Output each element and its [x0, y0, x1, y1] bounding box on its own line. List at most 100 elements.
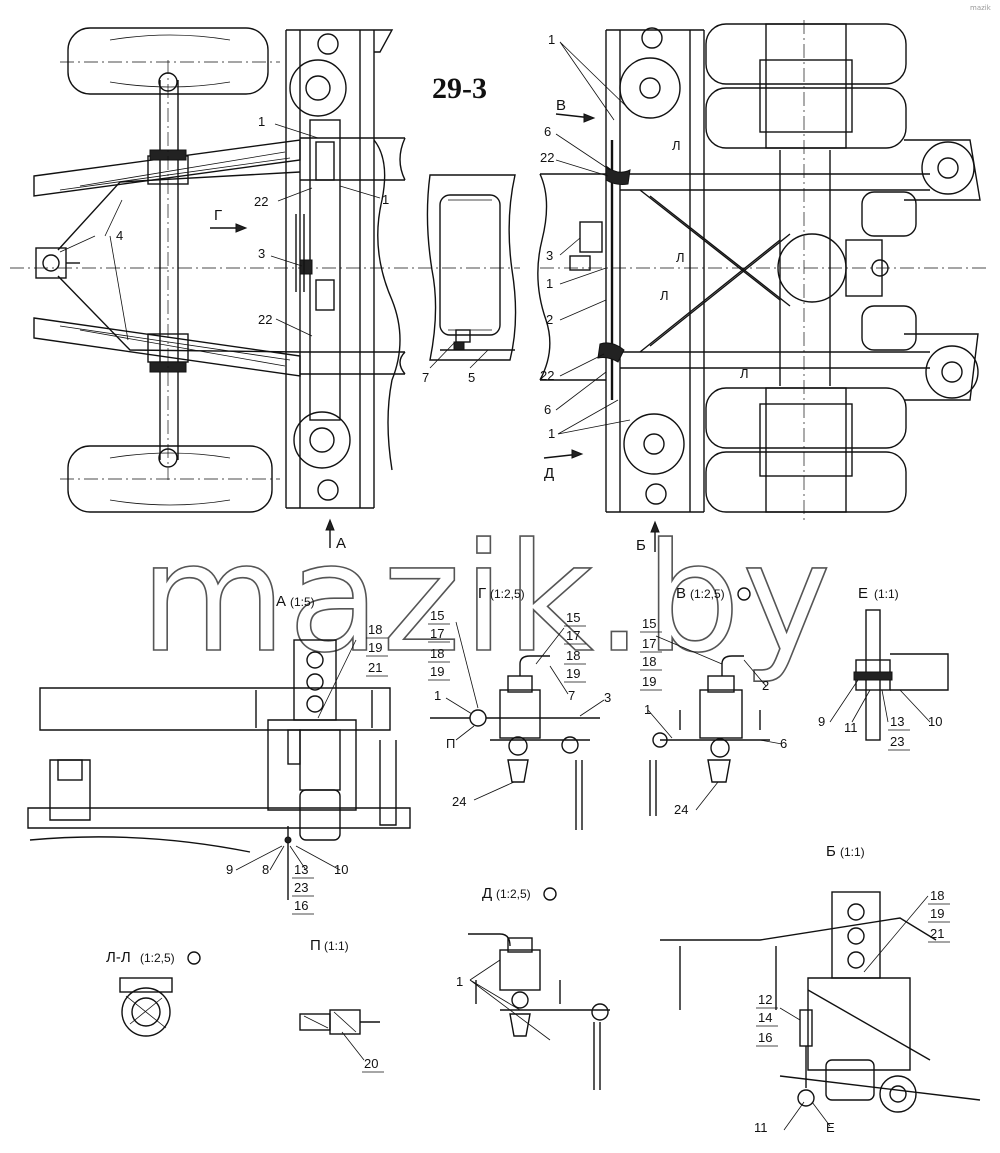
- arrow-a-label: А: [336, 535, 346, 552]
- view-b-scale: (1:1): [840, 845, 865, 859]
- section-mark-3: Л: [660, 288, 669, 303]
- view-e-detail: [853, 609, 949, 741]
- callout-20-view-p: 20: [364, 1056, 378, 1071]
- callout-21-view-a: 21: [368, 660, 382, 675]
- callout-19-view-g-a: 19: [430, 664, 444, 679]
- callout-18-view-g-a: 18: [430, 646, 444, 661]
- callout-22-top-right-b: 22: [540, 368, 554, 383]
- view-v-mark: [737, 587, 751, 601]
- callout-18-view-v: 18: [642, 654, 656, 669]
- callout-15-view-g-b: 15: [566, 610, 580, 625]
- callout-2-top-right: 2: [546, 312, 553, 327]
- view-e-title: Е: [858, 585, 868, 602]
- arrow-v-label: В: [556, 97, 566, 114]
- leader-lines: [59, 41, 931, 1131]
- callout-18-view-b: 18: [930, 888, 944, 903]
- air-receiver-view: [426, 174, 517, 361]
- view-ll-section: [119, 977, 173, 1037]
- callout-1-top-left: 1: [258, 114, 265, 129]
- callout-6-top-right: 6: [544, 124, 551, 139]
- callout-23-view-a: 23: [294, 880, 308, 895]
- view-p-title: П: [310, 937, 321, 954]
- callout-19-view-g-b: 19: [566, 666, 580, 681]
- view-p-scale: (1:1): [324, 939, 349, 953]
- callout-16-view-b: 16: [758, 1030, 772, 1045]
- section-mark-2: Л: [676, 250, 685, 265]
- view-a-scale: (1:5): [290, 595, 315, 609]
- view-e-scale: (1:1): [874, 587, 899, 601]
- callout-19-view-a: 19: [368, 640, 382, 655]
- watermark-text: mazik.by: [140, 512, 833, 686]
- callout-underlines: [292, 623, 950, 1073]
- view-v-detail: [649, 655, 770, 816]
- callout-24-view-g: 24: [452, 794, 466, 809]
- callout-5: 5: [468, 370, 475, 385]
- callout-1-top-right-c: 1: [548, 426, 555, 441]
- callout-labels: 1 1 22 3 22 4 7 5 А Г Б В Д Л Л Л Л 1 6 …: [106, 32, 944, 1135]
- front-axle-plan: [10, 27, 520, 548]
- callout-e-mark: Е: [826, 1120, 835, 1135]
- callout-1-view-g: 1: [434, 688, 441, 703]
- view-d-scale: (1:2,5): [496, 887, 531, 901]
- callout-p-mark: П: [446, 736, 455, 751]
- view-d-title: Д: [482, 885, 492, 902]
- view-g-detail: [430, 655, 600, 830]
- callout-12-view-b: 12: [758, 992, 772, 1007]
- callout-1-view-v: 1: [644, 702, 651, 717]
- view-d-detail: [468, 933, 610, 1090]
- callout-6-view-v: 6: [780, 736, 787, 751]
- callout-7-view-g: 7: [568, 688, 575, 703]
- callout-3-top-left: 3: [258, 246, 265, 261]
- callout-8-view-a: 8: [262, 862, 269, 877]
- callout-3-view-g: 3: [604, 690, 611, 705]
- callout-17-view-v: 17: [642, 636, 656, 651]
- callout-22-top-left-b: 22: [258, 312, 272, 327]
- callout-14-view-b: 14: [758, 1010, 772, 1025]
- callout-4: 4: [116, 228, 123, 243]
- callout-16-view-a: 16: [294, 898, 308, 913]
- callout-15-view-v: 15: [642, 616, 656, 631]
- view-g-title: Г: [478, 585, 486, 602]
- callout-18-view-a: 18: [368, 622, 382, 637]
- rear-bogie-plan: [537, 20, 990, 552]
- arrow-b-label: Б: [636, 537, 646, 554]
- callout-17-view-g-b: 17: [566, 628, 580, 643]
- view-g-scale: (1:2,5): [490, 587, 525, 601]
- callout-6-top-right-b: 6: [544, 402, 551, 417]
- callout-3-top-right: 3: [546, 248, 553, 263]
- callout-17-view-g-a: 17: [430, 626, 444, 641]
- callout-10-view-e: 10: [928, 714, 942, 729]
- section-mark-1: Л: [672, 138, 681, 153]
- view-d-mark: [543, 887, 557, 901]
- view-ll-scale: (1:2,5): [140, 951, 175, 965]
- callout-15-view-g-a: 15: [430, 608, 444, 623]
- view-v-title: В: [676, 585, 686, 602]
- callout-7-receiver: 7: [422, 370, 429, 385]
- callout-18-view-g-b: 18: [566, 648, 580, 663]
- view-v-scale: (1:2,5): [690, 587, 725, 601]
- callout-22-top-right: 22: [540, 150, 554, 165]
- view-b-detail: [660, 891, 981, 1113]
- callout-1-top-left-b: 1: [382, 192, 389, 207]
- arrow-d-label: Д: [544, 465, 554, 482]
- callout-2-view-v: 2: [762, 678, 769, 693]
- view-ll-mark: [187, 951, 201, 965]
- callout-23-view-e: 23: [890, 734, 904, 749]
- view-ll-title: Л-Л: [106, 949, 131, 966]
- callout-19-view-v: 19: [642, 674, 656, 689]
- callout-10-view-a: 10: [334, 862, 348, 877]
- sheet-title: 29-3: [432, 72, 487, 105]
- callout-1-top-right: 1: [548, 32, 555, 47]
- callout-11-view-e: 11: [844, 720, 858, 735]
- callout-22-top-left: 22: [254, 194, 268, 209]
- callout-13-view-e: 13: [890, 714, 904, 729]
- view-p-section: [299, 1009, 380, 1035]
- callout-1-top-right-b: 1: [546, 276, 553, 291]
- callout-1-view-d: 1: [456, 974, 463, 989]
- callout-24-view-v: 24: [674, 802, 688, 817]
- callout-19-view-b: 19: [930, 906, 944, 921]
- callout-21-view-b: 21: [930, 926, 944, 941]
- arrow-g-label: Г: [214, 207, 222, 224]
- callout-13-view-a: 13: [294, 862, 308, 877]
